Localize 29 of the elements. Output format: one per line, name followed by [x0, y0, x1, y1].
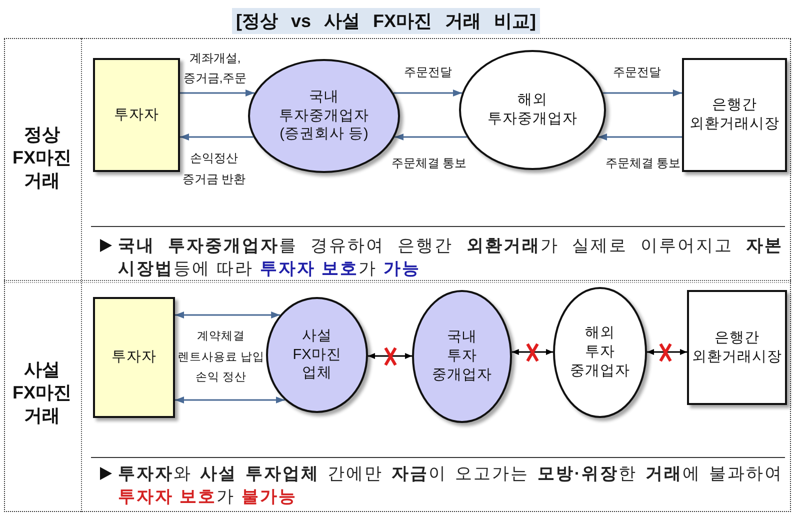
participant-box: 은행간 외환거래시장 — [682, 58, 787, 172]
edge-label: 주문전달 — [404, 64, 452, 81]
participant-box: 투자자 — [93, 58, 180, 172]
edge-label: 계좌개설, 증거금,주문 — [182, 50, 248, 87]
row-header: 사설 FX마진 거래 — [12, 358, 72, 428]
edge-label: 주문체결 통보 — [605, 155, 681, 172]
participant-box: 은행간 외환거래시장 — [687, 290, 787, 405]
arrow — [394, 90, 462, 96]
edge-label: 손익정산 증거금 반환 — [181, 150, 247, 188]
arrow — [180, 134, 254, 140]
double-arrow — [512, 349, 553, 355]
double-arrow — [175, 396, 285, 404]
arrow — [180, 90, 254, 96]
edge-label: 계약체결 렌트사용료 납입 손익 정산 — [176, 329, 266, 386]
title: [정상 vs 사설 FX마진 거래 비교] — [232, 8, 540, 34]
double-arrow — [368, 353, 412, 359]
participant-box: 투자자 — [93, 297, 175, 418]
row-header: 정상 FX마진 거래 — [12, 124, 72, 192]
arrow — [394, 134, 467, 140]
double-arrow — [647, 349, 687, 355]
participant-ellipse: 국내 투자 중개업자 — [412, 290, 512, 423]
arrow — [603, 90, 682, 96]
participant-ellipse: 해외 투자 중개업자 — [553, 287, 647, 418]
note-text: 투자자와 사설 투자업체 간에만 자금이 오고가는 모방·위장한 거래에 불과하여 투자자 보호가 불가능 — [118, 463, 783, 508]
double-arrow — [175, 312, 280, 318]
edge-label: 주문전달 — [613, 64, 661, 81]
participant-circle: 사설 FX마진 업체 — [266, 297, 368, 413]
note-text: 국내 투자중개업자를 경유하여 은행간 외환거래가 실제로 이루어지고 자본 시장법등에 따라 투자자 보호가 가능 — [118, 235, 783, 280]
arrow — [598, 134, 682, 140]
